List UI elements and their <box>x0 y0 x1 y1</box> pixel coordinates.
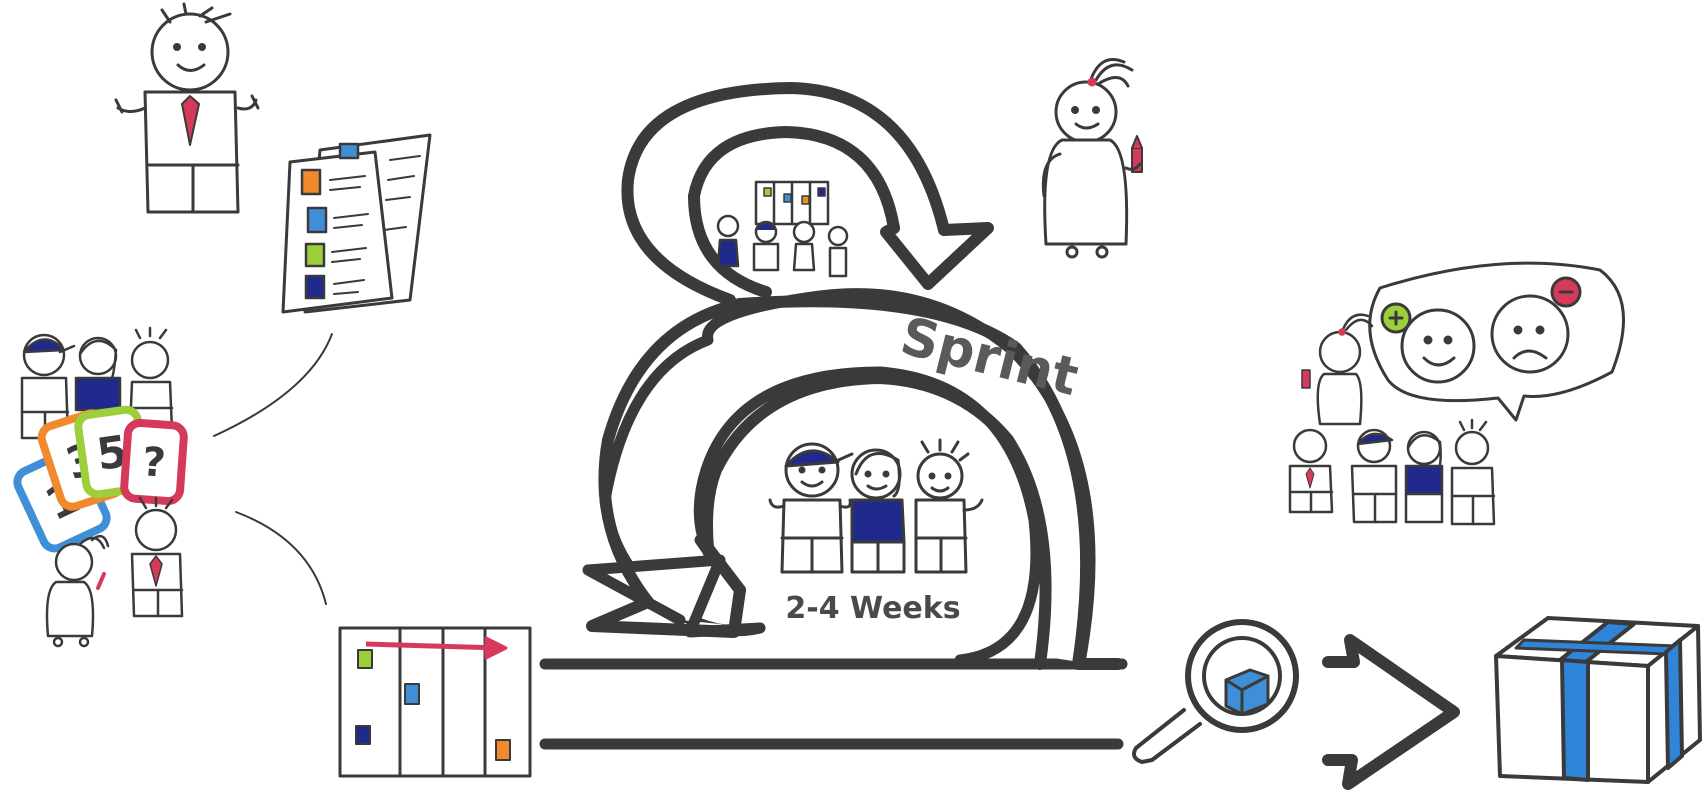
product-owner-figure <box>114 2 260 214</box>
planning-connectors <box>213 333 333 605</box>
sprint-planning-team <box>20 326 174 440</box>
development-team <box>768 438 984 574</box>
planning-poker-cards: 1 3 5 ? <box>13 405 188 553</box>
planning-stakeholders <box>45 496 184 648</box>
review-group <box>1288 313 1496 526</box>
sprint-loop-outline <box>586 295 1124 670</box>
sprint-backlog-board <box>338 626 532 778</box>
daily-standup-group <box>716 180 849 278</box>
scrum-master-figure <box>1041 58 1143 259</box>
feedback-speech-bubble <box>1368 261 1625 422</box>
product-backlog-icon <box>281 133 432 314</box>
magnifier-icon <box>1132 619 1299 764</box>
poker-card-question: ? <box>141 439 167 487</box>
increment-box-icon <box>1494 616 1702 784</box>
daily-scrum-loop <box>621 82 994 306</box>
sprint-duration-label: 2-4 Weeks <box>785 591 960 626</box>
arrow-right-icon <box>1322 634 1460 790</box>
